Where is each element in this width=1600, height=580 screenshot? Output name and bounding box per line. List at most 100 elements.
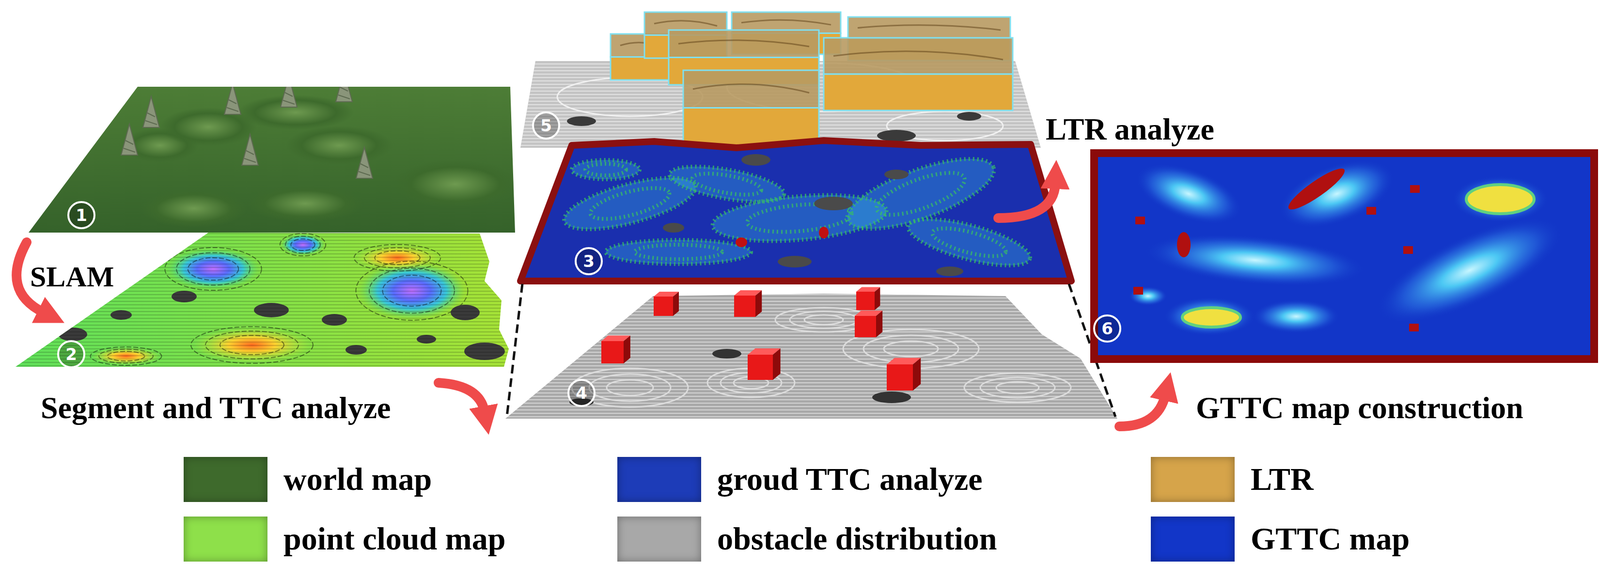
legend-text: groud TTC analyze (717, 460, 983, 498)
ground-ttc-layer-part (520, 140, 1072, 282)
ground-ttc-layer-part-part (587, 181, 673, 226)
gttc-map-layer-part-part (1127, 153, 1250, 237)
ltr-layer-part-part (877, 129, 916, 142)
ground-ttc-layer-part-part (929, 222, 1009, 263)
point-cloud-layer-part-part (125, 241, 176, 263)
obstacle-layer-part (505, 293, 1118, 419)
legend-text: world map (283, 460, 432, 498)
step-number: 4 (575, 384, 588, 402)
world-map-layer (28, 70, 519, 233)
ltr-layer-part-part (610, 57, 674, 81)
ltr-layer-part-part (847, 16, 1011, 39)
obstacle-layer-part-part (673, 291, 679, 316)
world-map-layer-part-part (285, 125, 393, 165)
obstacle-layer-part-part (606, 379, 654, 396)
obstacle-layer-part-part (772, 348, 781, 380)
gttc-map-layer-part-part (1403, 246, 1413, 254)
obstacle-layer-part-part (872, 391, 911, 404)
step-circle (58, 112, 1121, 407)
flow-arrow (16, 183, 1166, 427)
gttc-map-layer-part-part (1252, 299, 1340, 334)
legend-swatch (1150, 456, 1235, 502)
step-number: 1 (75, 206, 88, 224)
ground-ttc-layer-part-part (667, 159, 787, 209)
gttc-map-layer-part-part (1135, 216, 1146, 225)
gttc-map-layer-part (1127, 153, 1577, 345)
gttc-map-layer-part-part (1163, 297, 1256, 336)
ltr-layer-part-part (668, 30, 819, 58)
ltr-layer (520, 12, 1041, 148)
world-map-layer-part (28, 86, 516, 233)
ground-ttc-layer-part-part (884, 169, 909, 180)
obstacle-layer-part-part (755, 290, 762, 317)
gttc-map-layer-part-part (1466, 184, 1535, 214)
process-label: LTR analyze (1045, 111, 1215, 148)
obstacle-layer-part-part (874, 287, 880, 311)
obstacle-layer-part-part (886, 364, 913, 391)
obstacle-layer-part (569, 307, 1071, 408)
flow-arrow-part (1119, 394, 1166, 427)
gttc-map-layer-part-part (1142, 226, 1369, 295)
world-map-layer-part-part (335, 70, 353, 102)
gttc-map-layer-part-part (1182, 307, 1241, 328)
obstacle-layer-part-part (980, 377, 1055, 398)
world-map-layer-part-part (280, 76, 298, 108)
ltr-layer-part-part (823, 74, 1013, 111)
obstacle-layer-part-part (856, 291, 875, 311)
ground-ttc-layer-part-part (634, 244, 722, 260)
world-map-layer-part-part (392, 159, 519, 209)
ltr-layer-part-part (678, 40, 810, 47)
obstacle-layer-part-part (912, 358, 921, 392)
obstacle-layer-part-part (712, 348, 742, 359)
flow-arrow-part (998, 183, 1056, 219)
world-map-layer-part-part (241, 134, 259, 166)
gttc-map-layer-part-part (1270, 153, 1404, 242)
gttc-map-layer-part-part (1363, 196, 1577, 345)
ground-ttc-layer-part-part (777, 255, 812, 268)
ground-ttc-layer-part-part (710, 188, 889, 248)
obstacle-layer-part-part (747, 354, 773, 380)
gttc-map-layer-part (1094, 153, 1595, 360)
world-map-layer-part-part (224, 83, 241, 115)
legend-swatch (617, 456, 702, 502)
projection-dashed-line (506, 283, 1116, 417)
world-map-layer-part-part (123, 140, 136, 153)
ground-ttc-layer (520, 140, 1072, 282)
obstacle-layer-part-part (601, 341, 624, 364)
legend-swatch (617, 516, 702, 562)
step-circle-part (575, 248, 602, 275)
ground-ttc-layer-part (520, 140, 1072, 282)
ltr-layer-part (520, 61, 1041, 148)
ground-ttc-layer-part-part (936, 266, 964, 277)
gttc-map-layer-part-part (1451, 175, 1549, 223)
obstacle-layer-part-part (996, 381, 1039, 394)
ground-ttc-layer-part (559, 144, 1035, 277)
legend-text: LTR (1250, 460, 1314, 498)
point-cloud-layer-part-part (137, 246, 164, 258)
obstacle-layer-part-part (964, 373, 1071, 403)
world-map-layer-part (121, 70, 519, 228)
gttc-map-layer-part-part (1409, 323, 1419, 332)
ground-ttc-layer-part-part (605, 239, 752, 265)
ground-ttc-layer-part-part (818, 226, 829, 239)
obstacle-layer-part-part (883, 341, 939, 357)
ground-ttc-layer-part-part (571, 159, 640, 180)
world-map-layer-part-part (226, 99, 239, 112)
step-circle-part (68, 202, 95, 229)
obstacle-layer-part-part (854, 315, 877, 338)
ground-ttc-layer-part-part (662, 222, 685, 233)
legend-text: obstacle distribution (717, 520, 998, 558)
legend-swatch (183, 516, 268, 562)
point-cloud-layer-part (15, 232, 509, 367)
process-label: Segment and TTC analyze (40, 390, 391, 426)
world-map-layer-part-part (145, 112, 157, 125)
projection-dashed-line-part (506, 283, 523, 417)
ground-ttc-layer-part-part (814, 196, 853, 211)
step-circle-part (568, 379, 595, 407)
obstacle-layer-part (601, 287, 921, 392)
ltr-layer-part-part (857, 25, 1001, 31)
process-label: GTTC map construction (1195, 390, 1524, 426)
ltr-layer-part-part (683, 70, 819, 109)
obstacle-layer-part-part (623, 335, 631, 364)
obstacle-layer-part-part (804, 314, 844, 325)
